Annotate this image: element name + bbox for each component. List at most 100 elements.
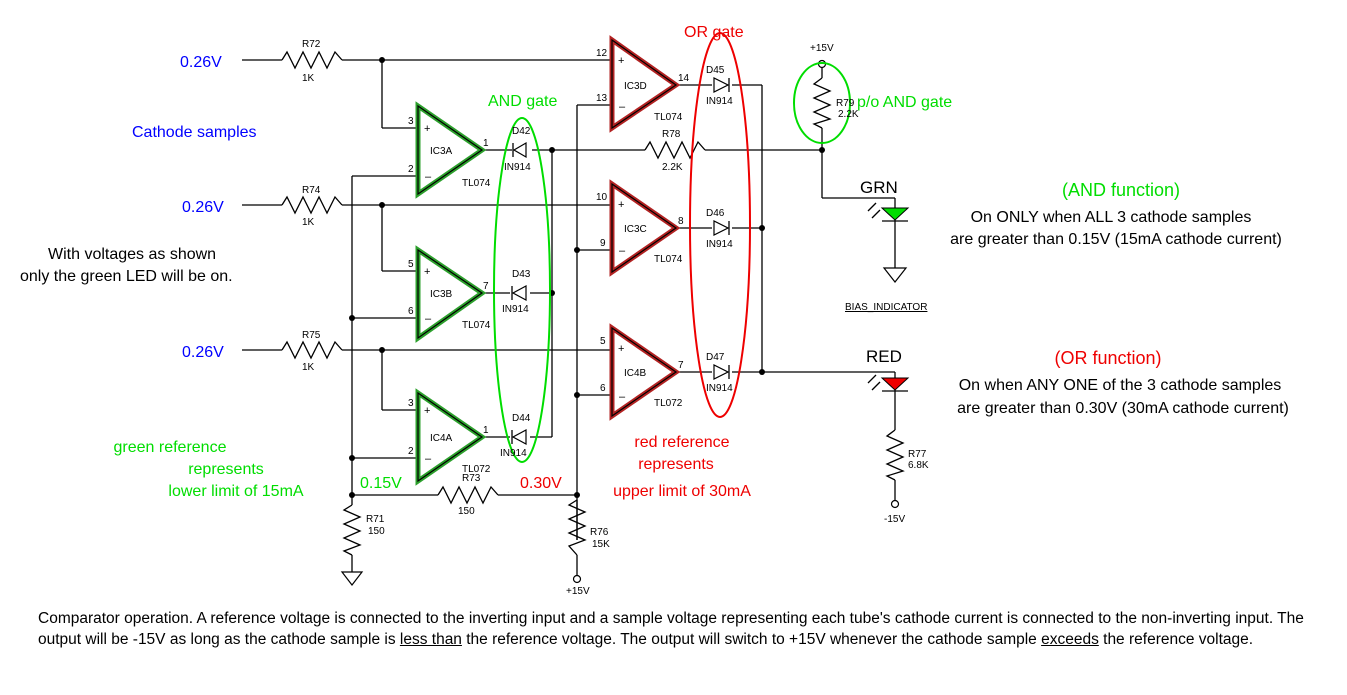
- d46-symbol: [713, 220, 730, 236]
- pin-number: 5: [600, 336, 606, 347]
- pin-number: 1: [483, 425, 489, 436]
- caption: Comparator operation. A reference voltag…: [38, 608, 1338, 650]
- pin-number: 5: [408, 259, 414, 270]
- pin-number: 2: [408, 446, 414, 457]
- d44-label: D44: [512, 413, 531, 424]
- d42-symbol: [512, 141, 527, 159]
- r78-symbol: [644, 140, 706, 160]
- d47-type: IN914: [706, 383, 733, 394]
- d42-label: D42: [512, 126, 531, 137]
- d44-symbol: [511, 428, 527, 446]
- red-ref-line-2: represents: [638, 456, 714, 473]
- pin-number: 6: [600, 383, 606, 394]
- grounds: [340, 59, 908, 586]
- pin-number: 2: [408, 164, 414, 175]
- ic3d-triangle-inner: [611, 38, 678, 130]
- r75-label: R75: [302, 330, 321, 341]
- svg-text:–: –: [425, 171, 432, 183]
- r74-symbol: [281, 195, 343, 215]
- caption-part-3: the reference voltage.: [1098, 631, 1254, 648]
- r74-value: 1K: [302, 217, 315, 228]
- svg-text:–: –: [425, 453, 432, 465]
- r76-symbol: [567, 499, 587, 556]
- green-ref-voltage: 0.15V: [360, 475, 402, 492]
- ic3a-label: IC3A: [430, 146, 453, 157]
- and-function-line-1: On ONLY when ALL 3 cathode samples: [971, 209, 1252, 226]
- and-gate-label: AND gate: [488, 93, 557, 110]
- green-ref-line-2: represents: [188, 461, 264, 478]
- pin-number: 10: [596, 192, 608, 203]
- svg-text:–: –: [619, 101, 626, 113]
- pin-number: 12: [596, 48, 608, 59]
- pin-number: 8: [678, 216, 684, 227]
- d45-type: IN914: [706, 96, 733, 107]
- r75-symbol: [281, 340, 343, 360]
- r79-label: R79: [836, 98, 855, 109]
- ic3c-label: IC3C: [624, 224, 647, 235]
- and-function-line-2: are greater than 0.15V (15mA cathode cur…: [950, 231, 1282, 248]
- r74-label: R74: [302, 185, 321, 196]
- svg-text:+: +: [618, 199, 624, 211]
- pin-number: 14: [678, 73, 690, 84]
- svg-text:–: –: [619, 391, 626, 403]
- ic3b-triangle-inner: [417, 248, 484, 340]
- ic4a-type: TL072: [462, 464, 491, 475]
- ground-icon: [882, 267, 908, 283]
- bias-indicator-label: BIAS_INDICATOR: [845, 302, 927, 313]
- r77-value: 6.8K: [908, 460, 929, 471]
- green-led-label: GRN: [860, 178, 898, 197]
- r72-value: 1K: [302, 73, 315, 84]
- svg-text:+: +: [424, 405, 430, 417]
- supply-p15-r76: +15V: [566, 586, 590, 597]
- r73-label: R73: [462, 473, 481, 484]
- red-led-label: RED: [866, 347, 902, 366]
- pin-number: 7: [483, 281, 489, 292]
- r79-symbol: [812, 77, 832, 129]
- or-function-line-2: are greater than 0.30V (30mA cathode cur…: [957, 400, 1289, 417]
- ic3a-triangle-inner: [417, 104, 484, 196]
- r78-label: R78: [662, 129, 681, 140]
- pin-number: 7: [678, 360, 684, 371]
- or-function-title: (OR function): [1054, 348, 1161, 368]
- ic3c-triangle-inner: [611, 182, 678, 274]
- note-line-1: With voltages as shown: [48, 246, 216, 263]
- r77-symbol: [885, 429, 905, 481]
- ic4a-triangle-inner: [417, 391, 484, 483]
- d47-symbol: [713, 364, 730, 380]
- note-line-2: only the green LED will be on.: [20, 268, 233, 285]
- r71-symbol: [342, 504, 362, 556]
- or-gate-ellipse: [689, 32, 751, 418]
- junction-dots: [349, 57, 825, 498]
- input-voltage-3: 0.26V: [182, 344, 224, 361]
- r79-value: 2.2K: [838, 109, 859, 120]
- ic4b-triangle-inner: [611, 326, 678, 418]
- ic4b-label: IC4B: [624, 368, 647, 379]
- ground-icon: [340, 571, 364, 586]
- green-ref-line-1: green reference: [114, 439, 227, 456]
- r72-label: R72: [302, 39, 321, 50]
- ic3c-type: TL074: [654, 254, 683, 265]
- caption-part-1: Comparator operation. A reference voltag…: [38, 610, 1304, 648]
- pin-number: 3: [408, 398, 414, 409]
- pao-gate-label: p/o AND gate: [857, 94, 952, 111]
- red-ref-voltage: 0.30V: [520, 475, 562, 492]
- supply-p15-r79: +15V: [810, 43, 834, 54]
- or-gate-label: OR gate: [684, 24, 744, 41]
- input-voltage-2: 0.26V: [182, 199, 224, 216]
- supply-m15-r77: -15V: [884, 514, 905, 525]
- red-ref-line-3: upper limit of 30mA: [613, 483, 751, 500]
- schematic: +– +– +– +– +– +–: [20, 24, 1289, 597]
- r71-label: R71: [366, 514, 385, 525]
- d46-label: D46: [706, 208, 725, 219]
- d43-label: D43: [512, 269, 531, 280]
- pin-number: 1: [483, 138, 489, 149]
- ic3d-label: IC3D: [624, 81, 647, 92]
- wires: [242, 59, 896, 575]
- green-led-symbol: [867, 197, 910, 222]
- ic3a-type: TL074: [462, 178, 491, 189]
- ic4a-label: IC4A: [430, 433, 453, 444]
- r76-value: 15K: [592, 539, 610, 550]
- and-gate-ellipse: [493, 117, 551, 463]
- pin-number: 13: [596, 93, 608, 104]
- svg-text:–: –: [619, 245, 626, 257]
